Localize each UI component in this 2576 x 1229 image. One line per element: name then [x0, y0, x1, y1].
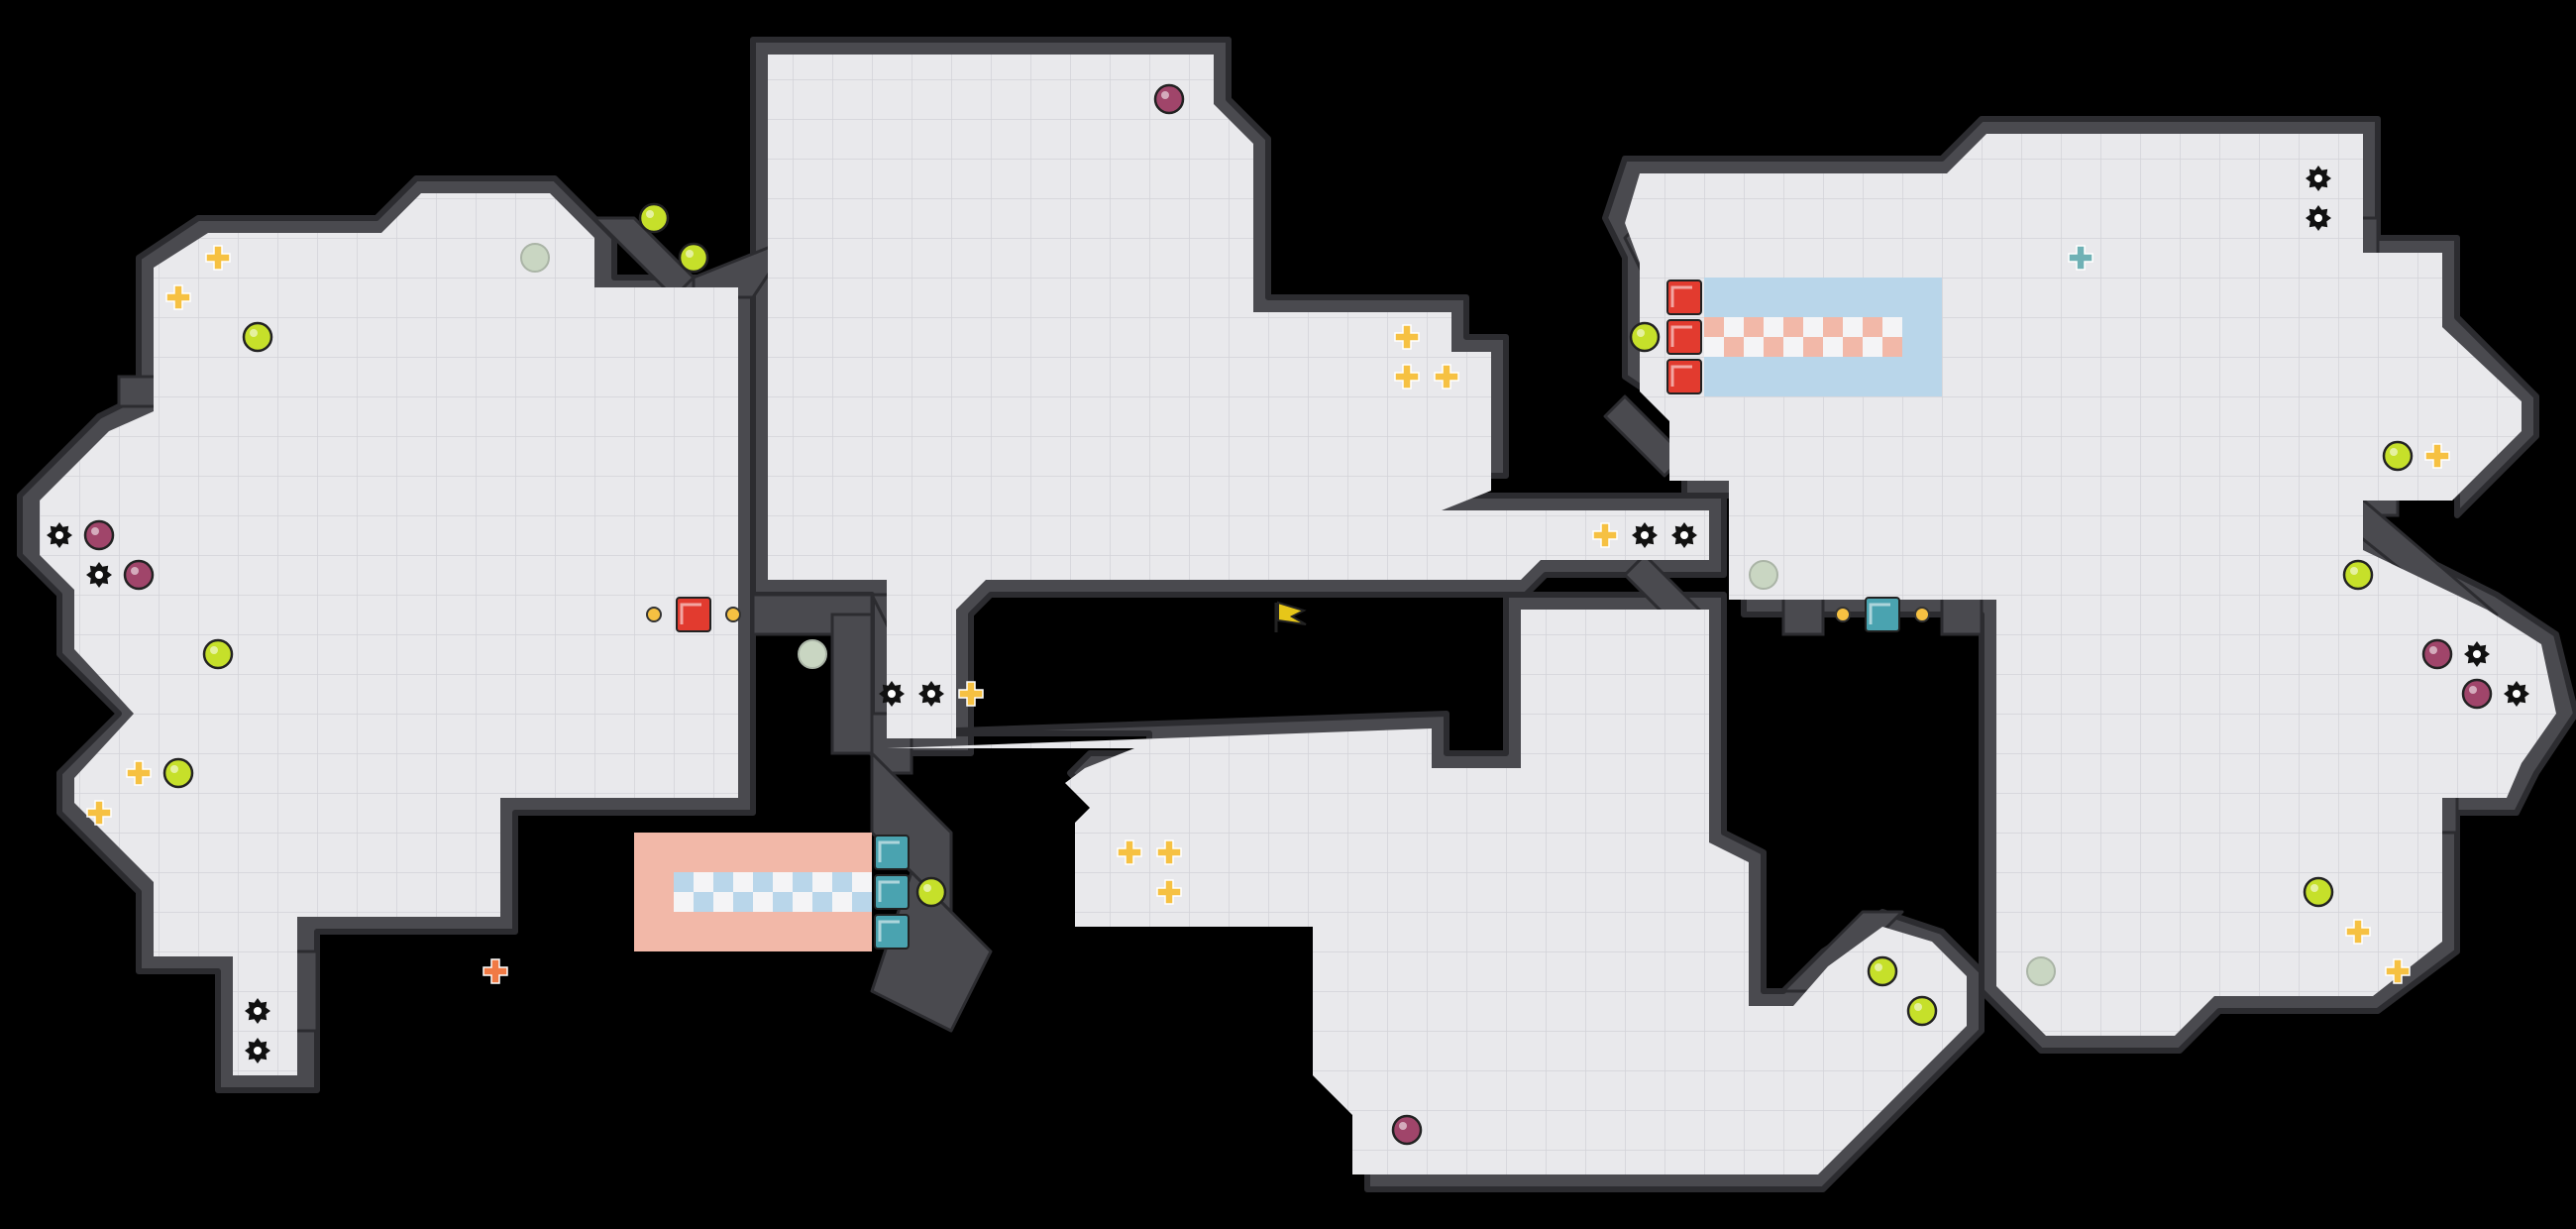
yellow-cross-icon: [2385, 958, 2411, 984]
red-block-icon: [676, 597, 711, 632]
purple-bomb-icon: [123, 559, 155, 591]
green-bomb-icon: [2303, 876, 2334, 908]
coin-icon: [1835, 607, 1851, 622]
spike-icon: [245, 998, 270, 1024]
green-bomb-icon: [242, 321, 273, 353]
checker-strip-east: [1704, 317, 1902, 357]
yellow-cross-icon: [1592, 522, 1618, 548]
coin-icon: [646, 607, 662, 622]
purple-bomb-icon: [2461, 678, 2493, 710]
purple-bomb-icon: [1391, 1114, 1423, 1146]
teal-cross-icon: [2068, 245, 2093, 271]
wall-block: [1781, 593, 1825, 636]
spike-icon: [245, 1038, 270, 1063]
spike-icon: [1632, 522, 1658, 548]
coin-icon: [1914, 607, 1930, 622]
spike-icon: [47, 522, 72, 548]
green-bomb-icon: [2342, 559, 2374, 591]
yellow-cross-icon: [2345, 919, 2371, 945]
teal-block-icon: [874, 835, 910, 870]
yellow-cross-icon: [1434, 364, 1459, 390]
room-west-floor: [40, 193, 738, 1075]
red-cross-icon: [483, 958, 508, 984]
red-block-icon: [1666, 279, 1702, 315]
red-block-icon: [1666, 359, 1702, 394]
green-bomb-icon: [678, 242, 709, 274]
spike-icon: [2504, 681, 2529, 707]
faded-circle-icon: [798, 639, 827, 669]
wall-block: [1940, 593, 1984, 636]
purple-bomb-icon: [2421, 638, 2453, 670]
green-bomb-icon: [202, 638, 234, 670]
yellow-cross-icon: [1156, 879, 1182, 905]
faded-circle-icon: [2026, 956, 2056, 986]
green-bomb-icon: [638, 202, 670, 234]
teal-block-icon: [1865, 597, 1900, 632]
green-bomb-icon: [2382, 440, 2414, 472]
purple-bomb-icon: [1153, 83, 1185, 115]
teal-block-icon: [874, 914, 910, 950]
wall-ramp: [1603, 394, 1686, 478]
faded-circle-icon: [520, 243, 550, 273]
zones-layer: [634, 278, 1942, 951]
spike-icon: [2464, 641, 2490, 667]
spike-icon: [2306, 166, 2331, 191]
wall-ramp: [870, 870, 993, 1033]
yellow-cross-icon: [1117, 839, 1142, 865]
green-bomb-icon: [1867, 955, 1898, 987]
spike-icon: [1671, 522, 1697, 548]
spike-icon: [879, 681, 905, 707]
items-layer: [47, 83, 2529, 1146]
yellow-cross-icon: [1394, 324, 1420, 350]
room-center-floor: [887, 610, 1967, 1174]
spike-icon: [86, 562, 112, 588]
yellow-cross-icon: [1156, 839, 1182, 865]
flag-icon: [1274, 601, 1307, 632]
yellow-cross-icon: [165, 284, 191, 310]
yellow-cross-icon: [126, 760, 152, 786]
red-block-icon: [1666, 319, 1702, 355]
teal-block-icon: [874, 874, 910, 910]
yellow-cross-icon: [958, 681, 984, 707]
green-bomb-icon: [1906, 995, 1938, 1027]
yellow-cross-icon: [205, 245, 231, 271]
blocks-layer: [676, 279, 1900, 950]
yellow-cross-icon: [86, 800, 112, 826]
room-north-floor: [768, 55, 1709, 738]
green-bomb-icon: [915, 876, 947, 908]
spike-icon: [2306, 205, 2331, 231]
wall-block: [830, 613, 874, 755]
coin-icon: [725, 607, 741, 622]
green-bomb-icon: [1629, 321, 1661, 353]
green-bomb-icon: [162, 757, 194, 789]
spike-icon: [918, 681, 944, 707]
checker-strip-west: [674, 872, 872, 912]
yellow-cross-icon: [1394, 364, 1420, 390]
purple-bomb-icon: [83, 519, 115, 551]
faded-circle-icon: [1749, 560, 1778, 590]
yellow-cross-icon: [2424, 443, 2450, 469]
